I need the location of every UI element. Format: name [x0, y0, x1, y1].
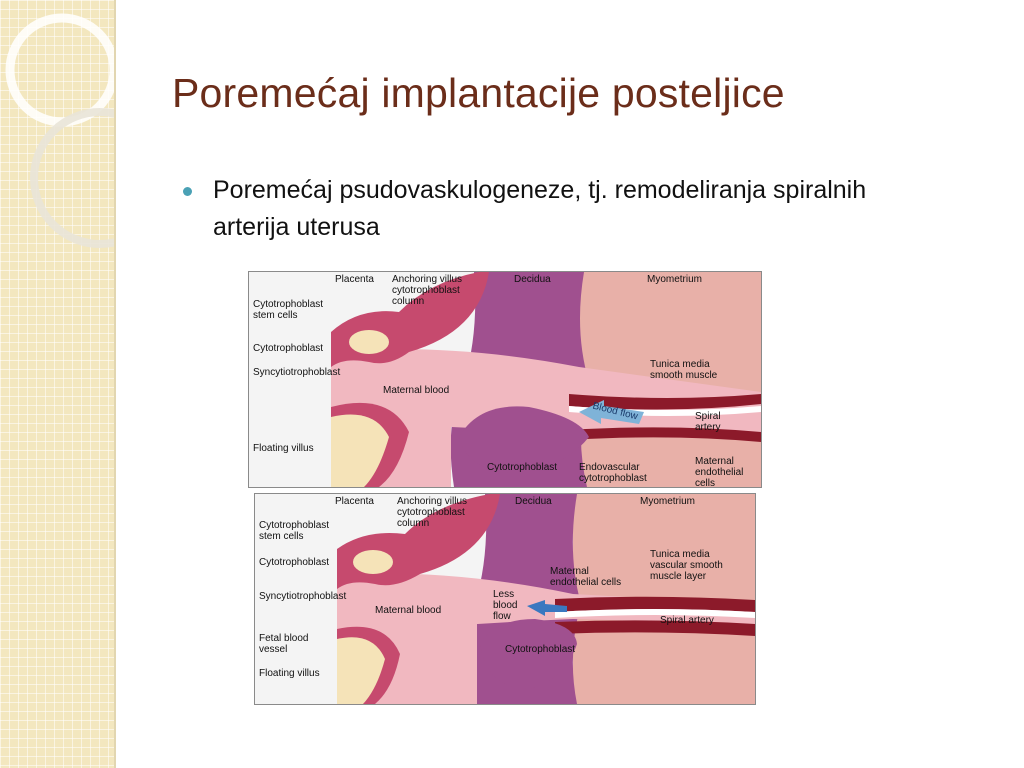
label-floating-villus: Floating villus [253, 443, 314, 454]
label-stem-cells: Cytotrophoblast stem cells [259, 520, 330, 542]
label-spiral-artery: Spiral artery [660, 615, 714, 626]
label-endovascular: Endovascular cytotrophoblast [579, 462, 647, 484]
label-cytotrophoblast-bottom: Cytotrophoblast [487, 462, 558, 473]
bullet-dot-icon [183, 187, 192, 196]
label-less-blood-flow: Less blood flow [493, 589, 518, 622]
sidebar-decoration [0, 0, 114, 768]
label-tunica-media: Tunica media vascular smooth muscle laye… [650, 549, 723, 582]
spiral-artery-lower [569, 427, 761, 442]
less-blood-flow-arrow [527, 600, 567, 616]
label-syncytiotrophoblast: Syncytiotrophoblast [259, 591, 347, 602]
slide-title: Poremećaj implantacije posteljice [172, 70, 785, 116]
label-cytotrophoblast-bottom: Cytotrophoblast [505, 644, 576, 655]
cytotrophoblast-mass [459, 406, 589, 473]
label-myometrium: Myometrium [640, 496, 696, 507]
sidebar-edge [114, 0, 116, 768]
label-maternal-endothelial: Maternal endothelial cells [695, 456, 744, 488]
spiral-artery-lower [555, 620, 755, 636]
label-cytotrophoblast: Cytotrophoblast [259, 557, 330, 568]
label-placenta: Placenta [335, 496, 374, 507]
blood-flow-arrow [579, 400, 644, 424]
label-cytotrophoblast: Cytotrophoblast [253, 343, 324, 354]
label-fetal-vessel: Fetal blood vessel [259, 633, 309, 655]
diagram-top-illustration [249, 272, 761, 487]
spiral-artery-upper [555, 596, 755, 612]
label-decidua: Decidua [514, 274, 551, 285]
diagram-bottom-illustration [255, 494, 755, 704]
label-myometrium: Myometrium [647, 274, 703, 285]
spiral-artery-upper [569, 394, 761, 410]
label-floating-villus: Floating villus [259, 668, 320, 679]
label-maternal-blood: Maternal blood [375, 605, 442, 616]
label-stem-cells: Cytotrophoblast stem cells [253, 299, 324, 321]
label-maternal-endothelial: Maternal endothelial cells [550, 566, 622, 588]
bullet-text: Poremećaj psudovaskulogeneze, tj. remode… [213, 176, 867, 241]
label-syncytiotrophoblast: Syncytiotrophoblast [253, 367, 341, 378]
diagram-abnormal-implantation: Placenta Anchoring villus cytotrophoblas… [254, 493, 756, 705]
label-tunica-media: Tunica media smooth muscle [650, 359, 718, 381]
label-maternal-blood: Maternal blood [383, 385, 450, 396]
label-anchoring-villus: Anchoring villus cytotrophoblast column [392, 274, 463, 307]
label-anchoring-villus: Anchoring villus cytotrophoblast column [397, 496, 468, 529]
label-placenta: Placenta [335, 274, 374, 285]
diagram-normal-implantation: Placenta Anchoring villus cytotrophoblas… [248, 271, 762, 488]
cytotrophoblast-mass [480, 619, 577, 689]
label-spiral-artery: Spiral artery [695, 411, 721, 433]
sidebar-circles [5, 13, 114, 248]
label-decidua: Decidua [515, 496, 552, 507]
